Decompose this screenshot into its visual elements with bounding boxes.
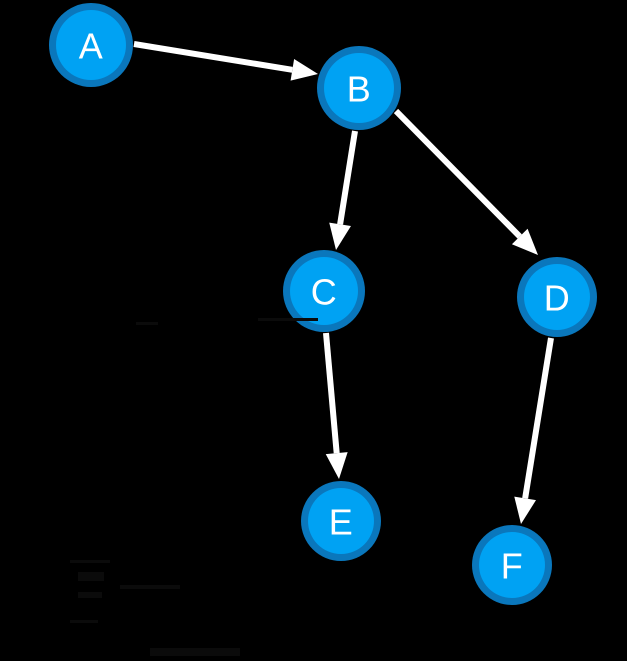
node-fill [56, 10, 126, 80]
node-fill [479, 532, 545, 598]
node-fill [308, 488, 374, 554]
edge-a-b [133, 41, 318, 81]
edge-line [133, 41, 293, 73]
arrow-head-icon [329, 222, 351, 250]
node-fill [290, 257, 358, 325]
node-a[interactable]: A [49, 3, 133, 87]
node-b[interactable]: B [317, 46, 401, 130]
arrow-head-icon [511, 228, 538, 255]
edge-c-e [323, 332, 348, 479]
nodes-layer: A B C D E F [49, 3, 597, 605]
node-fill [524, 264, 590, 330]
node-label: B [347, 69, 372, 110]
edge-line [323, 332, 340, 454]
edge-b-d [393, 108, 538, 255]
node-f[interactable]: F [472, 525, 552, 605]
node-label: F [501, 546, 524, 587]
edge-b-c [329, 130, 358, 250]
edge-line [522, 337, 554, 499]
edge-line [393, 108, 522, 239]
edge-line [337, 130, 358, 225]
node-label: D [544, 278, 571, 319]
edge-d-f [514, 337, 554, 524]
node-e[interactable]: E [301, 481, 381, 561]
node-label: E [329, 502, 354, 543]
arrow-head-icon [290, 58, 318, 81]
arrow-head-icon [514, 496, 536, 524]
edges-layer [133, 41, 554, 524]
node-label: C [311, 272, 338, 313]
node-c[interactable]: C [283, 250, 365, 332]
node-d[interactable]: D [517, 257, 597, 337]
node-fill [324, 53, 394, 123]
arrow-head-icon [325, 452, 348, 479]
node-label: A [79, 26, 104, 67]
